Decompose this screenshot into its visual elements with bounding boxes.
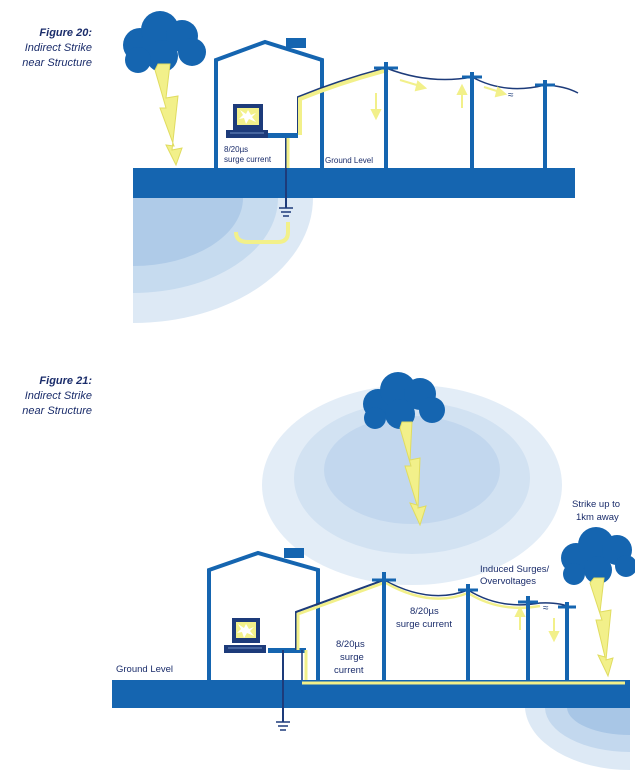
house-chimney (284, 548, 304, 558)
surge-arrows (514, 605, 560, 643)
lightning-bolt-icon (589, 577, 614, 678)
distribution-board (268, 648, 306, 653)
lightning-bolt-icon (399, 421, 427, 527)
figure-20-number: Figure 20: (39, 27, 92, 39)
poles (372, 572, 576, 680)
fig21-strike-line1: Strike up to (572, 499, 620, 510)
figure-21-diagram: ≈ Ground Level 8/20µs surge current 8/20… (112, 372, 635, 771)
fig21-surge-left-line2: surge (340, 652, 364, 663)
ground-symbol-icon (276, 721, 290, 731)
fig21-surge-mid-line1: 8/20µs (410, 606, 439, 617)
fig20-surge-label-line1: 8/20µs (224, 145, 248, 154)
ground-field-rings (133, 198, 313, 323)
fig21-strike-line2: 1km away (576, 512, 619, 523)
ground-field-rings-right (525, 708, 630, 771)
ground-bar (112, 680, 630, 708)
computer-icon (224, 618, 266, 653)
figure-20-caption-line1: Indirect Strike (24, 42, 92, 54)
storm-cloud-icon (123, 11, 206, 73)
figure-20-caption-line2: near Structure (22, 57, 92, 69)
figure-20-diagram: ≈ 8/20µs surge current Ground Level (123, 11, 579, 323)
earth-conductor (234, 138, 290, 244)
figure-20-caption: Figure 20: Indirect Strike near Structur… (0, 26, 92, 71)
ground-bar (133, 168, 575, 198)
distribution-board (268, 133, 298, 138)
figure-21-caption: Figure 21: Indirect Strike near Structur… (0, 374, 92, 419)
surge-arrows (370, 79, 508, 121)
house-chimney (286, 38, 306, 48)
house (214, 39, 324, 168)
fig20-surge-label-line2: surge current (224, 155, 272, 164)
fig21-surge-left-line3: current (334, 665, 364, 676)
storm-cloud-icon (363, 372, 445, 429)
poles (374, 62, 555, 168)
figure-21-number: Figure 21: (39, 375, 92, 387)
fig21-ground-label: Ground Level (116, 664, 173, 675)
fig20-ground-label: Ground Level (325, 156, 373, 165)
ground-symbol-icon (279, 207, 293, 217)
computer-icon (226, 104, 268, 138)
wire-break-icon: ≈ (543, 603, 549, 614)
lightning-bolt-icon (154, 63, 183, 167)
fig21-induced-line2: Overvoltages (480, 576, 536, 587)
figure-21-caption-line1: Indirect Strike (24, 390, 92, 402)
figure-21-caption-line2: near Structure (22, 405, 92, 417)
fig21-induced-line1: Induced Surges/ (480, 564, 550, 575)
power-line (297, 67, 579, 135)
storm-cloud-icon (561, 527, 635, 585)
fig21-surge-mid-line2: surge current (396, 619, 452, 630)
fig21-surge-left-line1: 8/20µs (336, 639, 365, 650)
wire-break-icon: ≈ (508, 90, 514, 101)
power-line (295, 579, 573, 680)
